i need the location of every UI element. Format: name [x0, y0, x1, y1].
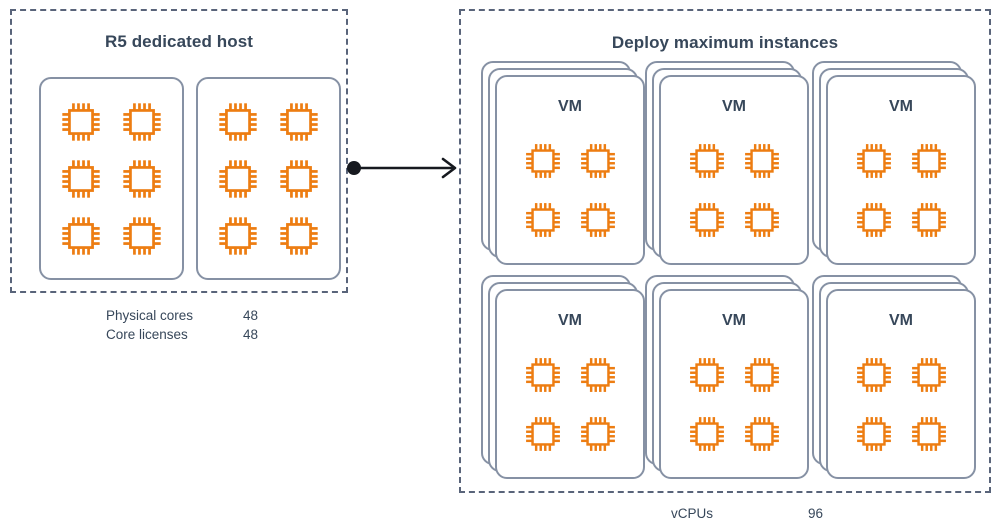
vm-card: VM — [826, 75, 976, 265]
vm-card: VM — [495, 289, 645, 479]
cpu-chip-icon — [743, 142, 781, 180]
host-group-title: R5 dedicated host — [104, 32, 254, 51]
vm-card: VM — [659, 75, 809, 265]
cpu-chip-icon — [855, 201, 893, 239]
cpu-chip-icon — [524, 415, 562, 453]
cpu-chip-icon — [579, 201, 617, 239]
flow-arrow — [345, 150, 465, 186]
readout-row: Physical cores 48 — [106, 306, 258, 325]
cpu-chip-icon — [855, 415, 893, 453]
r5-dedicated-host-group: R5 dedicated host — [10, 9, 348, 293]
cpu-grid — [828, 77, 974, 263]
cpu-chip-icon — [60, 215, 102, 257]
cpu-chip-icon — [579, 356, 617, 394]
cpu-chip-icon — [278, 101, 320, 143]
cpu-chip-icon — [688, 415, 726, 453]
vm-stack: VM — [645, 61, 809, 265]
vm-stack: VM — [481, 275, 645, 479]
readout-row: vCPUs 96 — [671, 504, 823, 523]
cpu-socket-panel — [196, 77, 341, 280]
vm-stack: VM — [812, 275, 976, 479]
cpu-chip-icon — [688, 201, 726, 239]
cpu-chip-icon — [278, 158, 320, 200]
cpu-grid — [198, 79, 339, 278]
cpu-grid — [497, 291, 643, 477]
cpu-chip-icon — [278, 215, 320, 257]
cpu-chip-icon — [524, 356, 562, 394]
cpu-chip-icon — [855, 142, 893, 180]
readout-key: Core licenses — [106, 327, 188, 342]
vm-stack: VM — [645, 275, 809, 479]
deploy-maximum-instances-group: Deploy maximum instances — [459, 9, 991, 493]
cpu-chip-icon — [910, 356, 948, 394]
vm-label: VM — [722, 98, 746, 115]
cpu-grid — [828, 291, 974, 477]
cpu-grid — [661, 77, 807, 263]
cpu-chip-icon — [217, 215, 259, 257]
cpu-chip-icon — [524, 142, 562, 180]
readout-value: 48 — [242, 327, 258, 342]
cpu-chip-icon — [743, 201, 781, 239]
readout-key: Physical cores — [106, 308, 194, 323]
cpu-grid — [661, 291, 807, 477]
cpu-chip-icon — [910, 201, 948, 239]
cpu-grid — [497, 77, 643, 263]
readout-row: Core licenses 48 — [106, 325, 258, 344]
vm-card: VM — [495, 75, 645, 265]
vm-card: VM — [826, 289, 976, 479]
cpu-socket-panel — [39, 77, 184, 280]
cpu-grid — [41, 79, 182, 278]
cpu-chip-icon — [524, 201, 562, 239]
readout-value: 48 — [242, 308, 258, 323]
cpu-chip-icon — [579, 415, 617, 453]
deploy-group-title: Deploy maximum instances — [611, 33, 839, 52]
cpu-chip-icon — [60, 158, 102, 200]
vm-label: VM — [558, 98, 582, 115]
vm-label: VM — [558, 312, 582, 329]
cpu-chip-icon — [688, 356, 726, 394]
cpu-chip-icon — [688, 142, 726, 180]
deploy-readout: vCPUs 96 — [671, 504, 823, 523]
vm-stack: VM — [481, 61, 645, 265]
cpu-chip-icon — [217, 158, 259, 200]
cpu-chip-icon — [910, 415, 948, 453]
cpu-chip-icon — [910, 142, 948, 180]
cpu-chip-icon — [121, 101, 163, 143]
vm-label: VM — [722, 312, 746, 329]
cpu-chip-icon — [743, 356, 781, 394]
vm-stack: VM — [812, 61, 976, 265]
readout-value: 96 — [807, 506, 823, 521]
vm-label: VM — [889, 312, 913, 329]
cpu-chip-icon — [217, 101, 259, 143]
cpu-chip-icon — [60, 101, 102, 143]
cpu-chip-icon — [121, 215, 163, 257]
cpu-chip-icon — [855, 356, 893, 394]
cpu-chip-icon — [121, 158, 163, 200]
cpu-chip-icon — [579, 142, 617, 180]
readout-key: vCPUs — [671, 506, 714, 521]
vm-label: VM — [889, 98, 913, 115]
vm-card: VM — [659, 289, 809, 479]
cpu-chip-icon — [743, 415, 781, 453]
